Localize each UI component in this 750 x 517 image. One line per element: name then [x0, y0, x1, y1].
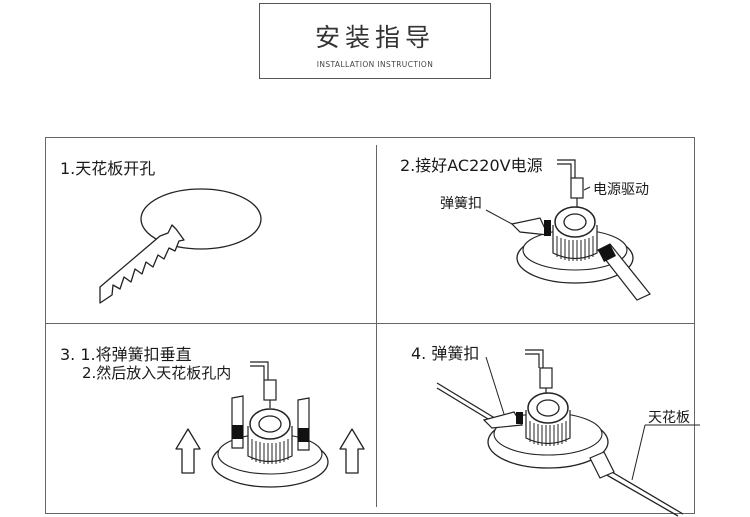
step-2-number: 2. [400, 156, 416, 175]
step-4-text: 弹簧扣 [431, 344, 480, 363]
label-power-driver: 电源驱动 [593, 182, 649, 198]
step-3-title: 3. 1.将弹簧扣垂直 [60, 341, 192, 365]
step-1-text: 天花板开孔 [75, 159, 156, 178]
label-ceiling: 天花板 [648, 410, 690, 426]
label-spring-clip-2: 弹簧扣 [440, 196, 482, 212]
step-3-number: 3. [60, 345, 76, 364]
section-title: 安装指导 [314, 23, 435, 52]
step-2-text: 接好AC220V电源 [415, 156, 543, 175]
spring-clip-flat-left-icon [482, 411, 524, 429]
saw-icon [99, 224, 185, 304]
step-1-number: 1. [60, 159, 76, 178]
section-header: 安装指导 INSTALLATION INSTRUCTION [259, 3, 491, 79]
step-4-title: 4. 弹簧扣 [411, 340, 479, 364]
instruction-frame [45, 137, 695, 514]
section-subtitle: INSTALLATION INSTRUCTION [316, 60, 434, 69]
step-3-line1: 1.将弹簧扣垂直 [80, 345, 192, 364]
arrow-up-icon-left [175, 428, 201, 474]
arrow-up-icon-right [339, 428, 365, 474]
step-3-line2: 2.然后放入天花板孔内 [82, 364, 232, 382]
horizontal-divider [45, 323, 695, 324]
step-2-title: 2.接好AC220V电源 [400, 152, 543, 176]
spring-clip-flat-right-icon [589, 451, 615, 479]
step-1-title: 1.天花板开孔 [60, 155, 155, 179]
vertical-divider [376, 145, 377, 507]
step-4-number: 4. [411, 344, 427, 363]
